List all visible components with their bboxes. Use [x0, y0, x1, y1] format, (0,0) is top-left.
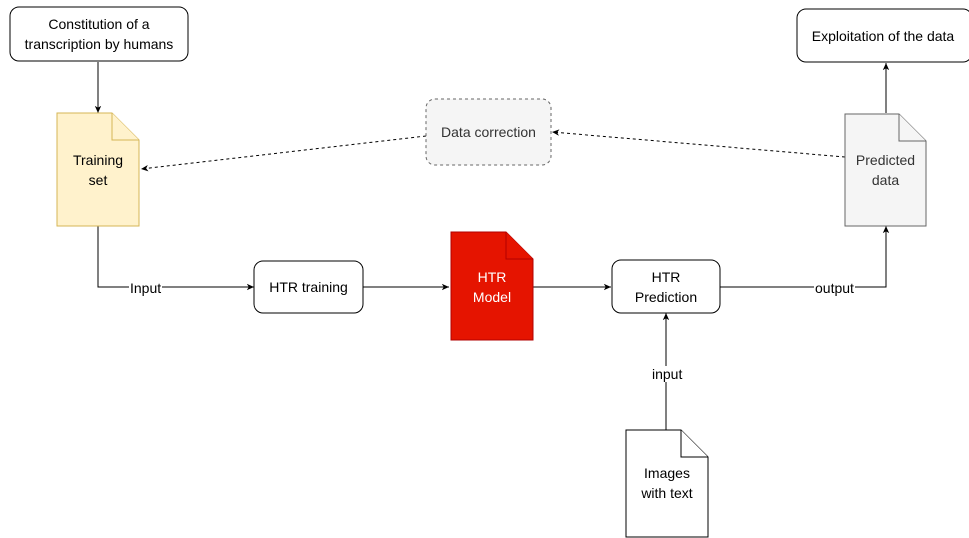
- constitution-label: Constitution of a transcription by human…: [10, 7, 188, 61]
- data-correction-label: Data correction: [426, 99, 551, 165]
- htr-training-label-line-1: HTR training: [269, 279, 348, 295]
- htr-model-label-line-2: Model: [472, 289, 512, 305]
- images-with-text-label-line-2: with text: [641, 485, 693, 501]
- exploitation-label: Exploitation of the data: [797, 9, 969, 62]
- predicted-data-label-line-1: Predicted: [855, 152, 916, 168]
- edge-label-output-prediction: output: [814, 280, 855, 296]
- htr-prediction-label-line-1: HTR: [651, 268, 681, 285]
- edge-label-input-images: input: [651, 366, 684, 382]
- htr-prediction-label: HTR Prediction: [612, 260, 720, 313]
- edge-predicted-data-to-correction: [551, 129, 846, 158]
- htr-training-label: HTR training: [254, 261, 363, 313]
- training-set-document: [56, 112, 140, 227]
- predicted-data-document: [844, 113, 927, 227]
- htr-model-label: HTR Model: [451, 246, 533, 328]
- constitution-box: [9, 6, 189, 62]
- predicted-data-document-fold: [898, 114, 926, 142]
- edge-training-set-to-htr-training: [97, 226, 254, 291]
- training-set-label: Training set: [57, 128, 139, 212]
- edge-prediction-to-predicted-data: [720, 226, 890, 288]
- images-with-text-label-line-1: Images: [644, 465, 690, 481]
- edge-correction-to-training-set: [140, 135, 427, 172]
- training-set-label-line-1: Training: [72, 152, 124, 168]
- training-set-document-fold: [111, 113, 139, 141]
- training-set-label-line-2: set: [88, 172, 108, 188]
- constitution-label-line-2: transcription by humans: [24, 36, 174, 52]
- data-correction-box: [425, 98, 552, 166]
- predicted-data-label: Predicted data: [845, 128, 926, 212]
- htr-prediction-label-line-2: Prediction: [634, 288, 698, 305]
- predicted-data-label-line-2: data: [871, 172, 900, 188]
- data-correction-label-line-1: Data correction: [441, 124, 536, 140]
- constitution-label-line-1: Constitution of a: [48, 16, 150, 32]
- images-document-fold: [680, 430, 708, 458]
- edge-label-input-training: Input: [129, 280, 163, 296]
- htr-prediction-box: [611, 259, 721, 314]
- exploitation-box: [796, 8, 969, 63]
- htr-model-document-fold: [505, 232, 533, 260]
- htr-training-box: [253, 260, 364, 314]
- exploitation-label-line-1: Exploitation of the data: [811, 27, 955, 44]
- htr-model-label-line-1: HTR: [477, 269, 507, 285]
- images-with-text-label: Images with text: [626, 443, 708, 523]
